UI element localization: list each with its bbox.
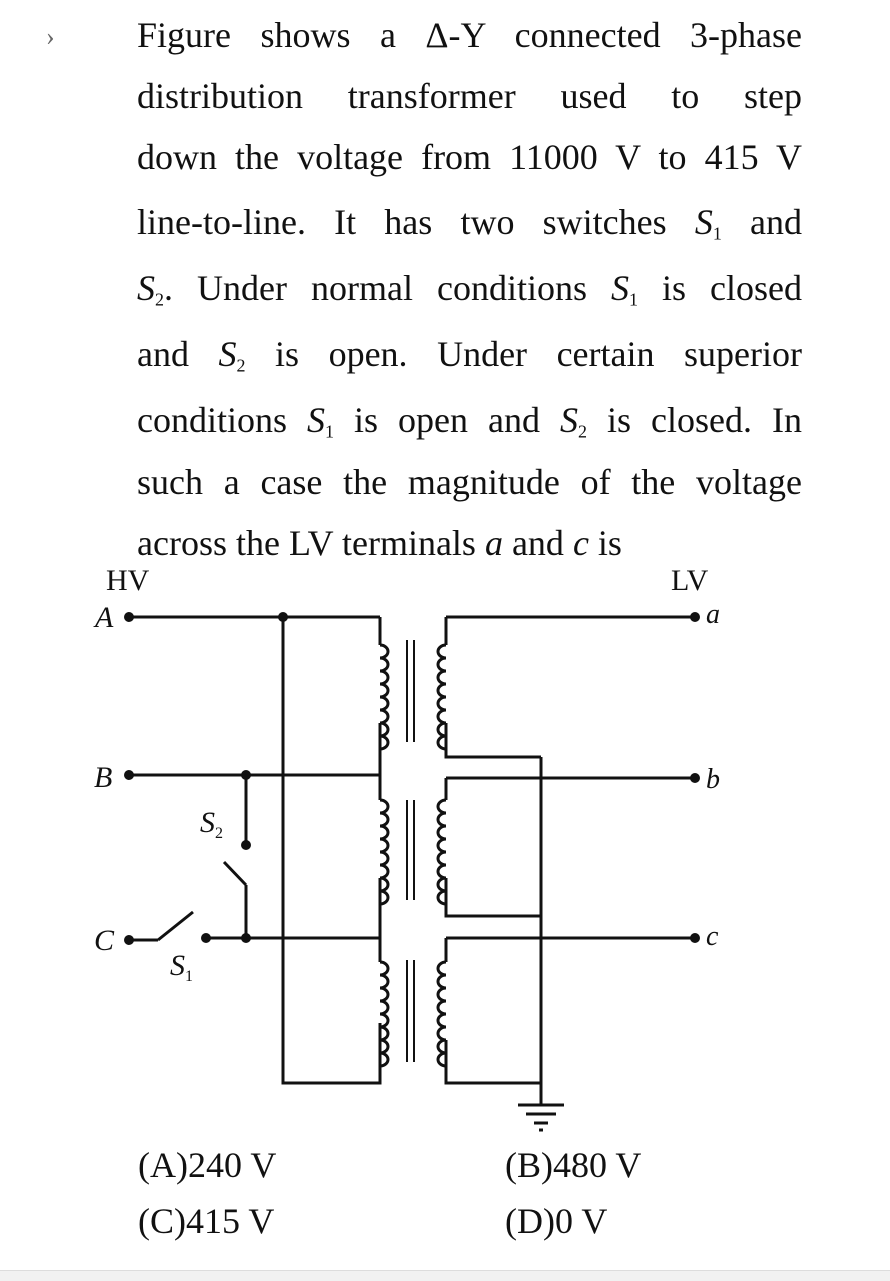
junction-c-s2 [241,933,251,943]
terminal-B-label: B [94,761,112,794]
question-text: Figure shows a Δ-Y connected 3-phase dis… [137,10,802,579]
terminal-a-dot [690,612,700,622]
question-line-5: S2. Under normal conditions S1 is closed [137,268,802,310]
terminal-B-dot [124,770,134,780]
terminal-A-label: A [93,601,114,634]
question-line-9: across the LV terminals a and c is [137,523,622,563]
option-b[interactable]: (B)480 V [505,1145,642,1185]
option-a[interactable]: (A)240 V [138,1145,277,1185]
lv-neutral-link-2 [444,878,541,918]
lv-neutral-link-3 [444,1040,541,1085]
option-c[interactable]: (C)415 V [138,1201,275,1241]
delta-return-loop [281,617,382,1085]
switch-s1-label: S1 [170,949,193,985]
switch-s2-label: S2 [200,806,223,842]
question-bullet: › [46,22,55,51]
terminal-c-dot [690,933,700,943]
terminal-C-dot [124,935,134,945]
question-line-8: such a case the magnitude of the voltage [137,462,802,502]
switch-s2-contact [241,840,251,850]
junction-a-delta [278,612,288,622]
terminal-a-label: a [706,599,720,630]
question-line-1: Figure shows a Δ-Y connected 3-phase [137,15,802,55]
lv-label: LV [671,564,709,597]
transformer-circuit-diagram: HV LV A B C a b c S2 S1 [93,564,720,1132]
terminal-C-label: C [94,924,115,957]
switch-s2-blade [222,860,248,887]
terminal-c-label: c [706,921,719,952]
junction-b-s2 [241,770,251,780]
question-line-3: down the voltage from 11000 V to 415 V [137,137,802,177]
hv-label: HV [106,564,150,597]
switch-s1-contact [201,933,211,943]
switch-s1-blade [157,910,194,942]
lv-neutral-link-1 [444,723,541,759]
terminal-b-label: b [706,764,720,795]
question-line-7: conditions S1 is open and S2 is closed. … [137,400,803,442]
question-line-6: and S2 is open. Under certain superior [137,334,802,376]
question-line-2: distribution transformer used to step [137,76,802,116]
option-d[interactable]: (D)0 V [505,1201,608,1241]
terminal-b-dot [690,773,700,783]
question-line-4: line-to-line. It has two switches S1 and [137,202,802,244]
page-bottom-edge [0,1270,890,1281]
terminal-A-dot [124,612,134,622]
